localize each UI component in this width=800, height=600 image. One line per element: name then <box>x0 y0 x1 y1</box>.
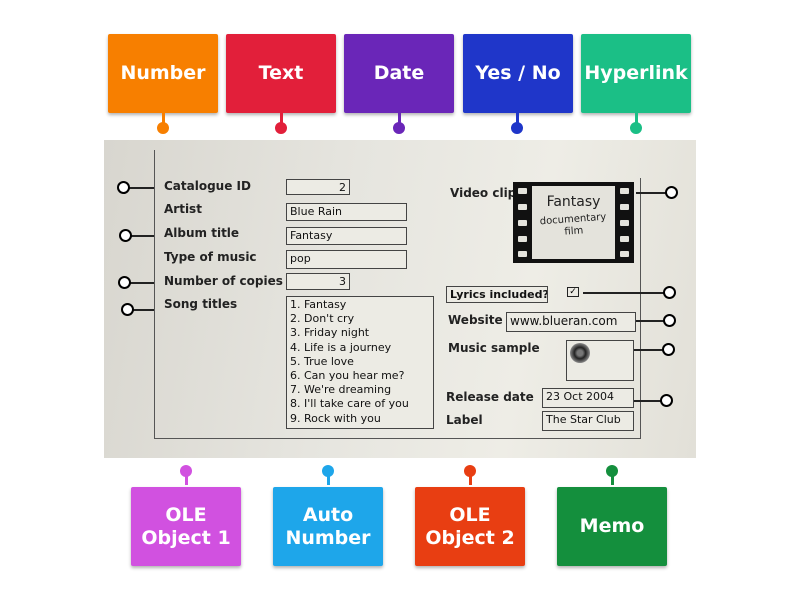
pin-dot <box>275 122 287 134</box>
pin-stem <box>327 475 330 485</box>
connector-line <box>634 400 667 402</box>
label-tile-auto-number[interactable]: Auto Number <box>273 487 383 566</box>
label-tile-number[interactable]: Number <box>108 34 218 113</box>
type-of-music-label: Type of music <box>164 250 257 264</box>
drop-target-marker[interactable] <box>121 303 134 316</box>
pin-stem <box>516 113 519 123</box>
drop-target-marker[interactable] <box>663 286 676 299</box>
music-sample-box <box>566 340 634 381</box>
release-date-field: 23 Oct 2004 <box>542 388 634 408</box>
website-field: www.blueran.com <box>506 312 636 332</box>
connector-line <box>636 192 672 194</box>
pin-dot <box>393 122 405 134</box>
pin-dot <box>630 122 642 134</box>
pin-stem <box>611 475 614 485</box>
film-hole <box>518 204 527 210</box>
song-item: 2. Don't cry <box>290 312 355 326</box>
film-hole <box>518 251 527 257</box>
form-frame-left <box>154 150 445 439</box>
connector-line <box>124 187 154 189</box>
song-titles-label: Song titles <box>164 297 238 311</box>
release-date-label: Release date <box>446 390 534 404</box>
pin-stem <box>280 113 283 123</box>
label-tile-date[interactable]: Date <box>344 34 454 113</box>
label-tile-hyperlink[interactable]: Hyperlink <box>581 34 691 113</box>
form-frame-right <box>444 178 641 439</box>
speaker-icon <box>570 343 590 363</box>
label-tile-yes-no[interactable]: Yes / No <box>463 34 573 113</box>
website-label: Website <box>448 313 503 327</box>
pin-dot <box>511 122 523 134</box>
connector-line <box>125 282 154 284</box>
artist-label: Artist <box>164 202 202 216</box>
song-item: 9. Rock with you <box>290 411 381 425</box>
record-label-field: The Star Club <box>542 411 634 431</box>
pin-dot <box>180 465 192 477</box>
song-titles-field: 1. Fantasy 2. Don't cry 3. Friday night … <box>286 296 434 429</box>
drop-target-marker[interactable] <box>660 394 673 407</box>
connector-line <box>636 320 670 322</box>
video-title: Fantasy <box>546 194 601 210</box>
catalogue-id-field: 2 <box>286 179 350 195</box>
drop-target-marker[interactable] <box>662 343 675 356</box>
song-item: 5. True love <box>290 354 354 368</box>
song-item: 8. I'll take care of you <box>290 397 409 411</box>
film-hole <box>518 188 527 194</box>
label-tile-ole-object-1[interactable]: OLE Object 1 <box>131 487 241 566</box>
pin-stem <box>398 113 401 123</box>
lyrics-included-label: Lyrics included? <box>446 286 548 303</box>
film-strip-icon: Fantasy documentary film <box>513 182 634 263</box>
album-title-label: Album title <box>164 226 240 240</box>
pin-stem <box>469 475 472 485</box>
album-title-field: Fantasy <box>286 227 407 245</box>
number-of-copies-field: 3 <box>286 273 350 290</box>
song-item: 3. Friday night <box>290 326 370 340</box>
film-hole <box>620 188 629 194</box>
drop-target-marker[interactable] <box>118 276 131 289</box>
film-hole <box>620 204 629 210</box>
lyrics-included-checkbox: ✓ <box>567 287 579 297</box>
drop-target-marker[interactable] <box>663 314 676 327</box>
connector-line <box>634 349 669 351</box>
pin-dot <box>606 465 618 477</box>
song-item: 4. Life is a journey <box>290 340 392 354</box>
song-item: 1. Fantasy <box>290 298 347 311</box>
film-hole <box>518 220 527 226</box>
film-hole <box>620 251 629 257</box>
type-of-music-field: pop <box>286 250 407 269</box>
song-item: 7. We're dreaming <box>290 383 392 397</box>
drop-target-marker[interactable] <box>665 186 678 199</box>
connector-line <box>583 292 670 294</box>
music-sample-label: Music sample <box>448 341 540 355</box>
label-tile-text[interactable]: Text <box>226 34 336 113</box>
drop-target-marker[interactable] <box>119 229 132 242</box>
video-subtitle: documentary film <box>539 211 607 238</box>
number-of-copies-label: Number of copies <box>164 274 283 288</box>
pin-stem <box>185 475 188 485</box>
catalogue-id-label: Catalogue ID <box>164 179 251 193</box>
pin-stem <box>635 113 638 123</box>
label-tile-memo[interactable]: Memo <box>557 487 667 566</box>
artist-field: Blue Rain <box>286 203 407 221</box>
connector-line <box>126 235 154 237</box>
film-hole <box>620 220 629 226</box>
pin-stem <box>162 113 165 123</box>
song-item: 6. Can you hear me? <box>290 369 405 383</box>
connector-line <box>128 309 154 311</box>
drop-target-marker[interactable] <box>117 181 130 194</box>
pin-dot <box>322 465 334 477</box>
video-clip-label: Video clip <box>450 186 517 200</box>
film-hole <box>518 236 527 242</box>
record-label-label: Label <box>446 413 483 427</box>
pin-dot <box>464 465 476 477</box>
film-hole <box>620 236 629 242</box>
pin-dot <box>157 122 169 134</box>
label-tile-ole-object-2[interactable]: OLE Object 2 <box>415 487 525 566</box>
